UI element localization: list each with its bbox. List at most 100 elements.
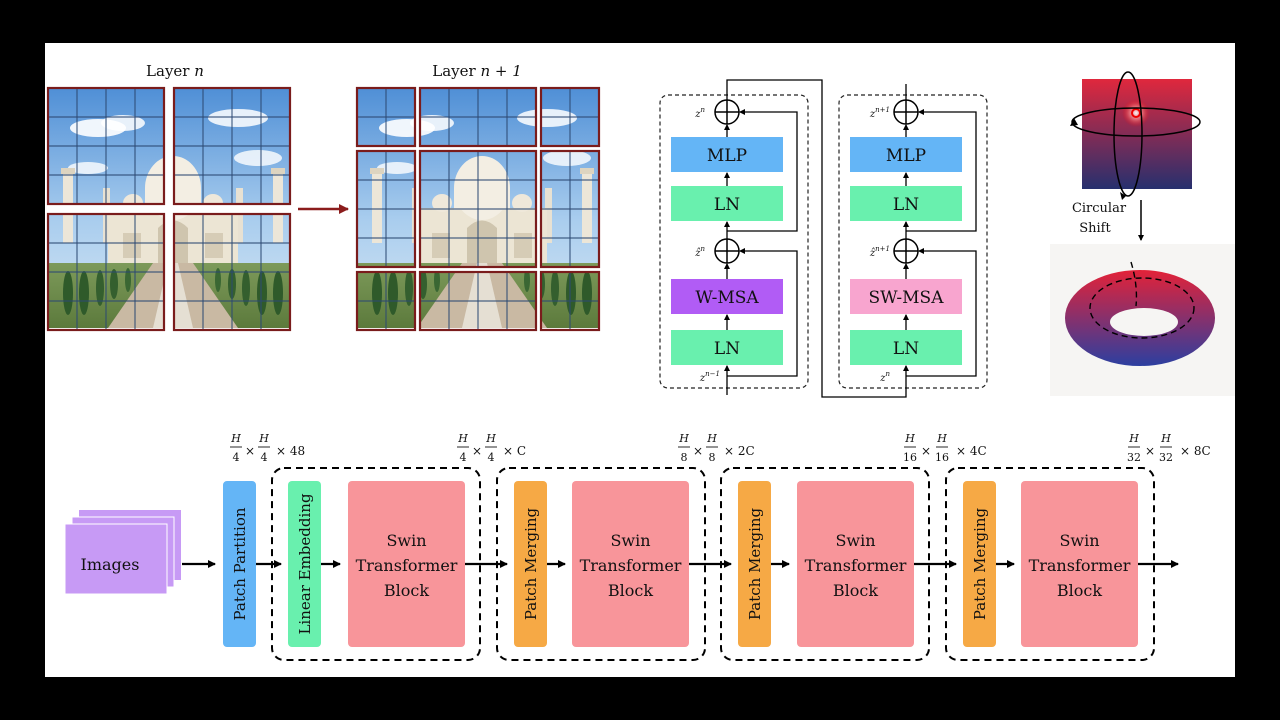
layer-n-plus-1-window-3 [539, 86, 601, 148]
times-sign: × [921, 444, 931, 458]
layer-n-title: Layer n [146, 62, 204, 80]
swin-block-label-line: Swin [386, 531, 426, 550]
block-right-frame [838, 94, 988, 389]
patch-merging-label-1: Patch Merging [522, 507, 540, 620]
dimension-label-4: H16×H16× 4C [903, 432, 987, 464]
layer-n-plus-1-window-4 [355, 149, 417, 269]
fraction-denominator: 32 [1159, 451, 1173, 464]
swin-block-label-line: Block [608, 581, 653, 600]
patch-merging-box-3 [963, 481, 996, 647]
layer-n-plus-1-window-9 [539, 270, 601, 332]
layer-n-plus-1-window-7 [355, 270, 417, 332]
layer-n-plus-1-window-5 [418, 149, 538, 269]
block-right-swmsa [850, 279, 962, 314]
block-right-ln-bottom-label: LN [893, 339, 919, 359]
block-right-swmsa-label: SW-MSA [869, 288, 945, 308]
swin-block-label-line: Swin [1059, 531, 1099, 550]
patch-merging-label-2: Patch Merging [746, 507, 764, 620]
torus [1065, 261, 1215, 366]
block-left-wmsa-label: W-MSA [695, 288, 759, 308]
patch-merging-box-1 [514, 481, 547, 647]
block-right-z-out: zn+1 [869, 106, 890, 120]
swin-block-label-line: Block [384, 581, 429, 600]
fraction-denominator: 4 [233, 451, 240, 464]
dimension-label-5: H 32 × H 32 × 8C [1127, 432, 1211, 464]
dimension-suffix: × 48 [276, 444, 305, 458]
times-sign: × [693, 444, 703, 458]
layer-n-window-3 [46, 212, 166, 332]
block-left-ln-bottom [671, 330, 783, 365]
dimension-suffix: × 2C [724, 444, 755, 458]
architecture-pipeline: Images Patch Partition Linear Embedding … [64, 432, 1211, 661]
block-left-ln-top [671, 186, 783, 221]
block-right-z-in: zn [879, 370, 890, 384]
fraction-numerator: H [706, 432, 717, 445]
times-sign: × [245, 444, 255, 458]
fraction-denominator: 8 [681, 451, 688, 464]
layer-n-plus-1-window-2 [418, 86, 538, 148]
fraction-denominator: 4 [261, 451, 268, 464]
fraction-denominator: 4 [488, 451, 495, 464]
block-left-connectors [724, 79, 909, 398]
circular-shift-line1: Circular [1072, 201, 1127, 216]
layer-n-window-4 [172, 212, 292, 332]
layer-n-window-2 [172, 86, 292, 206]
fraction-numerator: H [1160, 432, 1171, 445]
fraction-denominator: 32 [1127, 451, 1141, 464]
block-right-ln-bottom [850, 330, 962, 365]
patch-partition-box [223, 481, 256, 647]
swin-block-label-line: Transformer [805, 556, 907, 575]
block-right-ln-top [850, 186, 962, 221]
swin-block-label-line: Transformer [356, 556, 458, 575]
circular-shift-line2: Shift [1079, 221, 1111, 236]
fraction-numerator: H [936, 432, 947, 445]
fraction-numerator: H [457, 432, 468, 445]
patch-merging-box-2 [738, 481, 771, 647]
block-left-mlp-label: MLP [707, 146, 747, 166]
block-left-z-mid: ẑn [694, 245, 705, 259]
layer-n-plus-1-windows [355, 86, 601, 332]
images-stack: Images [64, 510, 181, 595]
dimension-suffix: × 8C [1180, 444, 1211, 458]
swin-block-label-line: Transformer [580, 556, 682, 575]
fraction-denominator: 16 [903, 451, 917, 464]
shift-vertical-loop [1113, 71, 1143, 197]
block-left-wmsa [671, 279, 783, 314]
circular-shift-panel: Circular Shift [1050, 71, 1235, 396]
layer-n-panel: Layer n [46, 62, 292, 332]
dimension-label-1: H4×H4× 48 [230, 432, 305, 464]
layer-n-plus-1-window-1 [355, 86, 417, 148]
fraction-numerator: H [485, 432, 496, 445]
swin-block-label-line: Block [833, 581, 878, 600]
fraction-numerator: H [230, 432, 241, 445]
shift-point [1131, 108, 1141, 118]
layer-n-plus-1-window-6 [539, 149, 601, 269]
linear-embedding-label: Linear Embedding [296, 493, 314, 634]
patch-merging-label-3: Patch Merging [971, 507, 989, 620]
images-label: Images [81, 555, 140, 574]
layer-n-plus-1-title: Layer n + 1 [432, 62, 522, 80]
patch-partition-label: Patch Partition [231, 507, 249, 620]
block-right-ln-top-label: LN [893, 195, 919, 215]
fraction-numerator: H [678, 432, 689, 445]
block-right-mlp [850, 137, 962, 172]
dimension-suffix: × 4C [956, 444, 987, 458]
linear-embedding-box [288, 481, 321, 647]
block-left-ln-bottom-label: LN [714, 339, 740, 359]
dimension-label-3: H8×H8× 2C [678, 432, 755, 464]
fraction-numerator: H [1128, 432, 1139, 445]
times-sign: × [1145, 444, 1155, 458]
block-left-add-top [714, 99, 740, 125]
block-left-z-out: zn [694, 106, 705, 120]
layer-n-plus-1-window-8 [418, 270, 538, 332]
fraction-numerator: H [258, 432, 269, 445]
block-right-add-top [893, 99, 919, 125]
fraction-denominator: 4 [460, 451, 467, 464]
layer-n-window-1 [46, 86, 166, 206]
fraction-denominator: 16 [935, 451, 949, 464]
fraction-denominator: 8 [709, 451, 716, 464]
